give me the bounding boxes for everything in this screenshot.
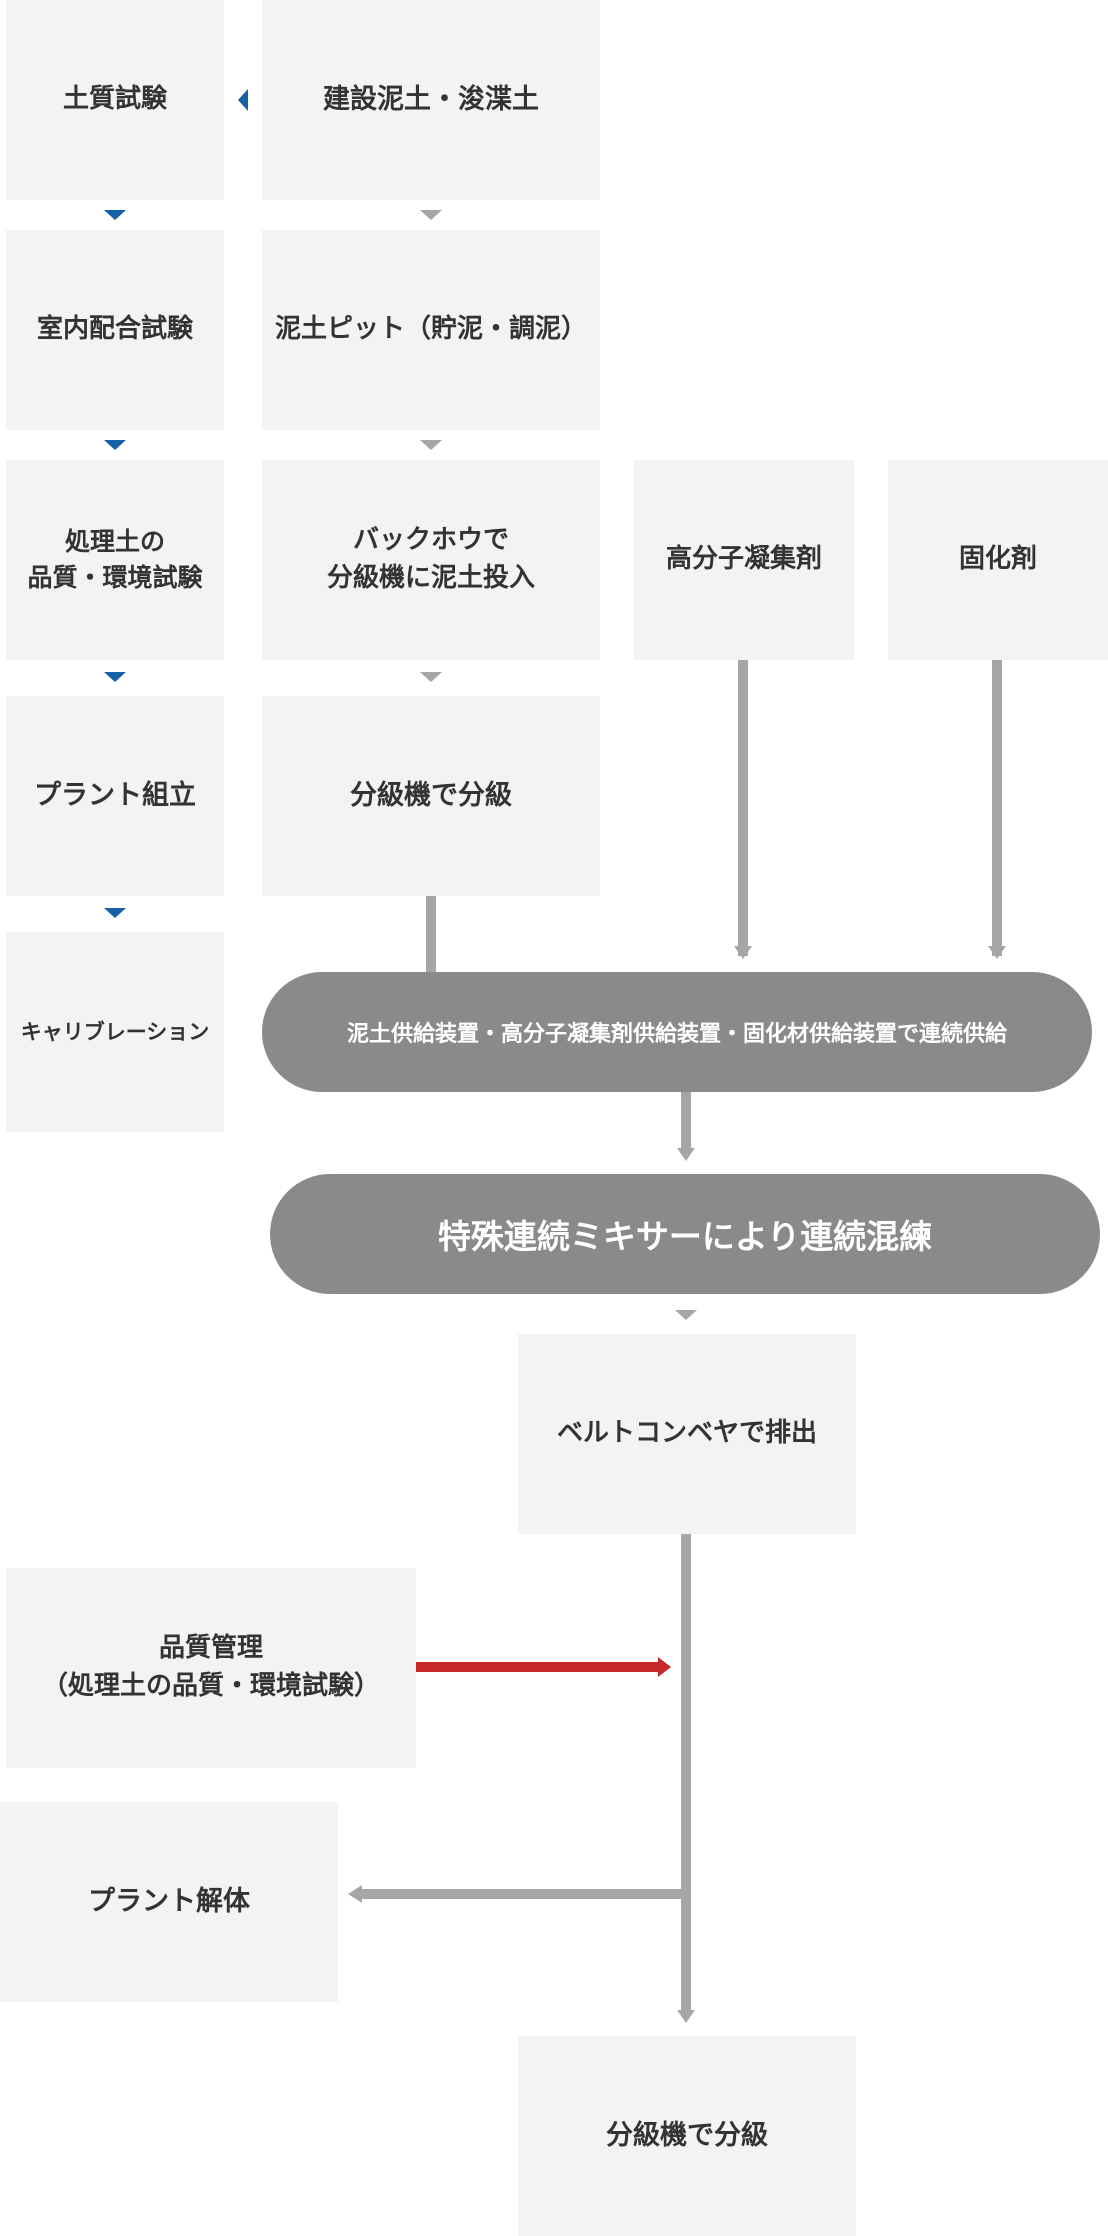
center-down-marker-1 bbox=[420, 210, 442, 220]
soil-test-box: 土質試験 bbox=[6, 0, 224, 200]
left-pointing-marker bbox=[238, 89, 248, 111]
continuous-supply-label: 泥土供給装置・高分子凝集剤供給装置・固化材供給装置で連続供給 bbox=[346, 1022, 1007, 1047]
solidifier-label: 固化剤 bbox=[958, 544, 1037, 575]
polymer-arrow-head bbox=[734, 946, 752, 959]
polymer-flocculant-box: 高分子凝集剤 bbox=[634, 460, 854, 660]
plant-assembly-box: プラント組立 bbox=[6, 696, 224, 896]
backhoe-label: バックホウで 分級機に泥土投入 bbox=[326, 525, 535, 593]
belt-conveyor-box: ベルトコンベヤで排出 bbox=[518, 1334, 856, 1534]
plant-assembly-label: プラント組立 bbox=[34, 780, 196, 812]
continuous-supply-pill: 泥土供給装置・高分子凝集剤供給装置・固化材供給装置で連続供給 bbox=[262, 972, 1092, 1092]
backhoe-box: バックホウで 分級機に泥土投入 bbox=[262, 460, 600, 660]
soil-test-label: 土質試験 bbox=[62, 84, 167, 115]
mixer-label: 特殊連続ミキサーにより連続混練 bbox=[437, 1217, 933, 1256]
construction-mud-box: 建設泥土・浚渫土 bbox=[262, 0, 600, 200]
final-classifier-box: 分級機で分級 bbox=[518, 2036, 856, 2236]
plant-dismantle-box: プラント解体 bbox=[0, 1802, 338, 2002]
belt-conveyor-label: ベルトコンベヤで排出 bbox=[556, 1418, 817, 1449]
construction-mud-label: 建設泥土・浚渫土 bbox=[323, 84, 539, 116]
supply-to-mixer-arrow-head bbox=[677, 1148, 695, 1161]
to-dismantle-line bbox=[362, 1889, 684, 1899]
supply-to-mixer-line bbox=[681, 1092, 691, 1154]
main-trunk-arrow-head bbox=[677, 2010, 695, 2023]
center-down-marker-3 bbox=[420, 672, 442, 682]
plant-dismantle-label: プラント解体 bbox=[88, 1886, 250, 1918]
left-down-marker-2 bbox=[104, 440, 126, 450]
left-down-marker-1 bbox=[104, 210, 126, 220]
final-classifier-label: 分級機で分級 bbox=[606, 2120, 768, 2152]
calibration-box: キャリブレーション bbox=[6, 932, 224, 1132]
polymer-to-supply-line bbox=[738, 660, 748, 956]
quality-control-box: 品質管理 （処理土の品質・環境試験） bbox=[6, 1568, 416, 1768]
left-down-marker-3 bbox=[104, 672, 126, 682]
calibration-label: キャリブレーション bbox=[20, 1019, 210, 1044]
classifier-label: 分級機で分級 bbox=[350, 780, 512, 812]
mix-test-box: 室内配合試験 bbox=[6, 230, 224, 430]
mixer-down-marker bbox=[675, 1310, 697, 1320]
left-down-marker-4 bbox=[104, 908, 126, 918]
classifier-box: 分級機で分級 bbox=[262, 696, 600, 896]
center-down-marker-2 bbox=[420, 440, 442, 450]
quality-env-test-label: 処理土の 品質・環境試験 bbox=[27, 526, 203, 592]
mixer-pill: 特殊連続ミキサーにより連続混練 bbox=[270, 1174, 1100, 1294]
quality-control-red-line bbox=[416, 1662, 660, 1672]
mix-test-label: 室内配合試験 bbox=[36, 314, 193, 345]
mud-pit-label: 泥土ピット（貯泥・調泥） bbox=[274, 314, 587, 345]
solidifier-arrow-head bbox=[988, 946, 1006, 959]
quality-control-label: 品質管理 （処理土の品質・環境試験） bbox=[41, 1633, 380, 1701]
to-dismantle-arrow-head bbox=[348, 1885, 362, 1903]
main-trunk-line bbox=[681, 1534, 691, 2014]
solidifier-box: 固化剤 bbox=[888, 460, 1108, 660]
solidifier-to-supply-line bbox=[992, 660, 1002, 956]
polymer-flocculant-label: 高分子凝集剤 bbox=[665, 544, 822, 575]
mud-pit-box: 泥土ピット（貯泥・調泥） bbox=[262, 230, 600, 430]
classifier-to-supply-line bbox=[426, 896, 436, 972]
quality-control-red-arrow-head bbox=[658, 1657, 671, 1677]
quality-env-test-box: 処理土の 品質・環境試験 bbox=[6, 460, 224, 660]
